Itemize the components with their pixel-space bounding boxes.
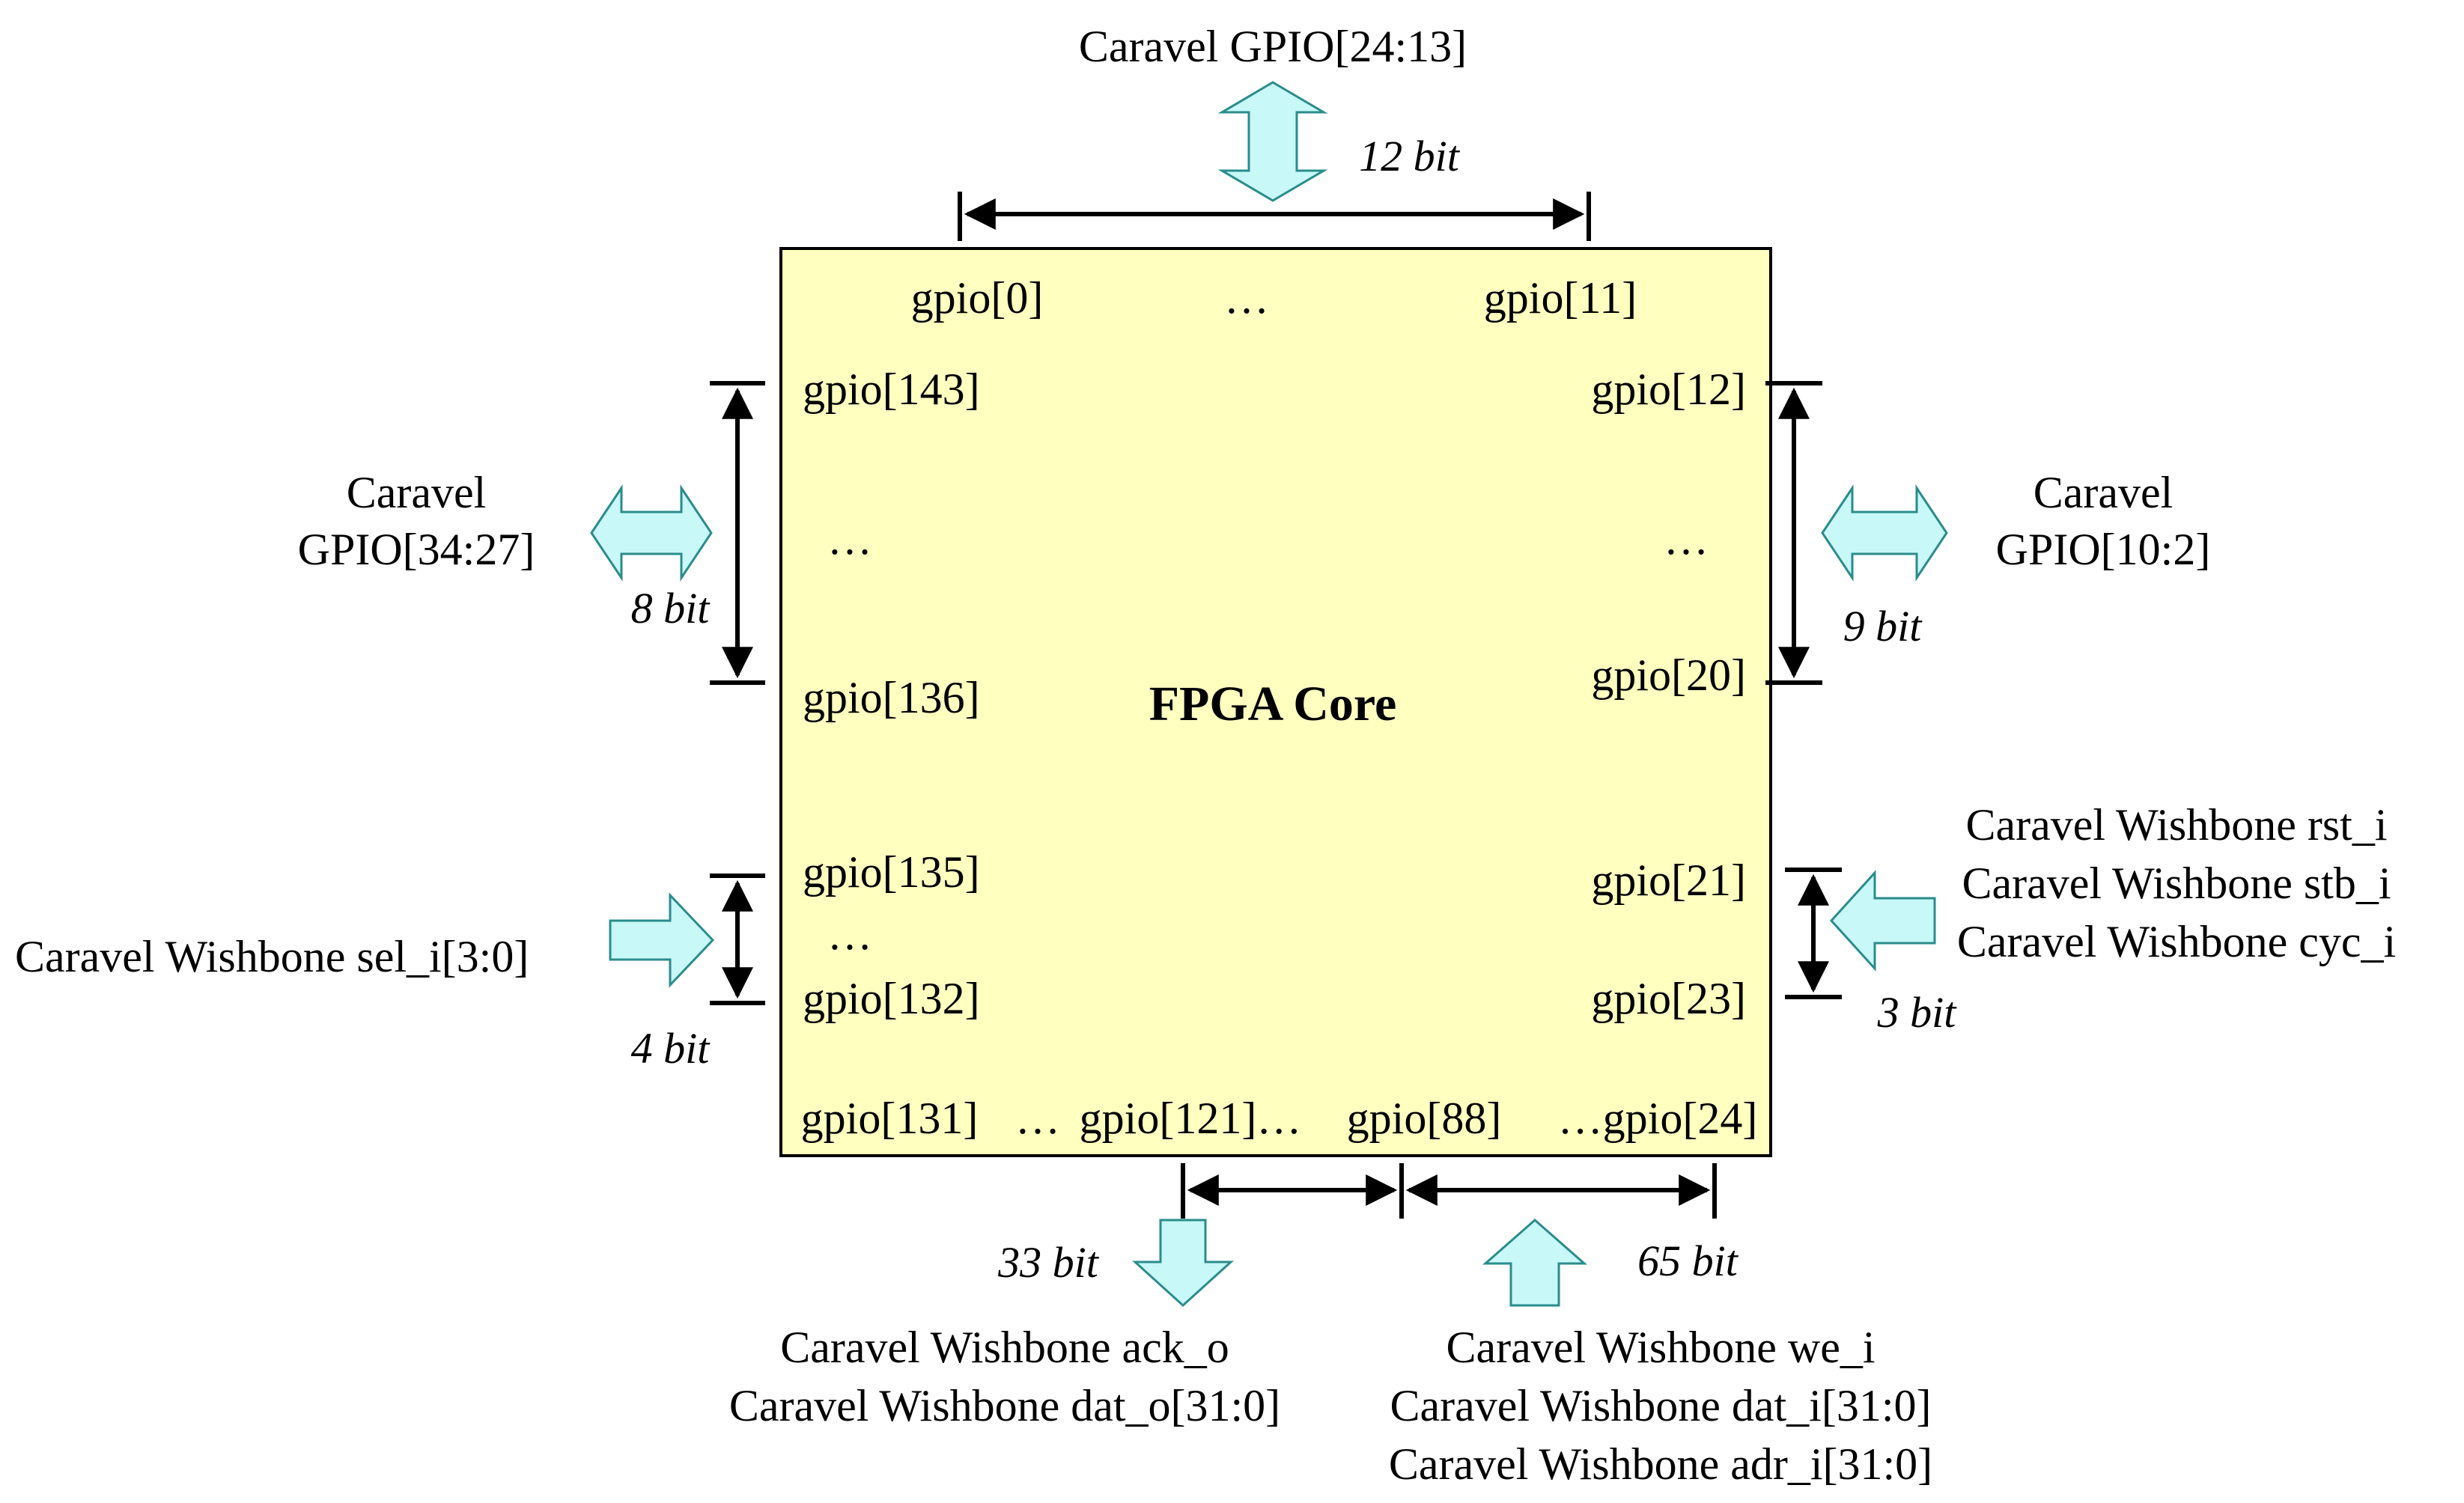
right-lower-external-line1: Caravel Wishbone rst_i (1965, 800, 2387, 850)
left-upper-pin-last: gpio[136] (803, 673, 980, 722)
top-pin-first: gpio[0] (911, 273, 1044, 323)
right-upper-external-line1: Caravel (2033, 468, 2174, 517)
bottom-pin-middle-left: gpio[121]… (1080, 1094, 1302, 1143)
left-upper-pin-ellipsis: … (827, 514, 872, 564)
top-bit-width: 12 bit (1359, 132, 1461, 180)
bottom-pin-first: gpio[131] (801, 1094, 979, 1143)
bottom-right-external-line3: Caravel Wishbone adr_i[31:0] (1389, 1439, 1932, 1489)
top-pin-ellipsis: … (1224, 273, 1269, 323)
right-lower-input-arrow (1829, 870, 1936, 972)
top-bidirectional-arrow (1217, 81, 1328, 202)
left-lower-pin-last: gpio[132] (803, 974, 980, 1023)
fpga-core-box (779, 247, 1772, 1157)
left-lower-bit-width: 4 bit (631, 1024, 711, 1073)
bottom-pin-ellipsis: … (1015, 1094, 1060, 1143)
right-upper-external-line2: GPIO[10:2] (1996, 525, 2211, 574)
left-upper-external-line2: GPIO[34:27] (298, 525, 535, 574)
right-upper-bit-width: 9 bit (1843, 602, 1923, 650)
bottom-pin-last: …gpio[24] (1558, 1094, 1758, 1143)
top-pin-last: gpio[11] (1484, 273, 1637, 323)
left-lower-pin-first: gpio[135] (803, 847, 980, 897)
left-upper-pin-first: gpio[143] (803, 365, 980, 414)
fpga-core-title: FPGA Core (1149, 677, 1397, 731)
right-lower-bit-width: 3 bit (1877, 988, 1958, 1037)
right-upper-pin-last: gpio[20] (1591, 650, 1746, 700)
left-lower-input-arrow (609, 892, 715, 988)
top-external-label: Caravel GPIO[24:13] (1079, 22, 1467, 71)
right-lower-external-line2: Caravel Wishbone stb_i (1962, 859, 2391, 908)
bottom-left-bit-width: 33 bit (997, 1238, 1100, 1287)
right-upper-bidirectional-arrow (1821, 484, 1948, 582)
left-upper-bidirectional-arrow (590, 484, 713, 582)
right-lower-pin-last: gpio[23] (1591, 974, 1746, 1023)
left-upper-bit-width: 8 bit (631, 584, 711, 632)
left-lower-external-label: Caravel Wishbone sel_i[3:0] (15, 932, 529, 981)
bottom-right-bit-width: 65 bit (1637, 1237, 1739, 1285)
left-upper-external-line1: Caravel (347, 468, 487, 517)
bottom-right-external-line1: Caravel Wishbone we_i (1447, 1323, 1876, 1372)
bottom-right-external-line2: Caravel Wishbone dat_i[31:0] (1390, 1381, 1932, 1430)
right-upper-pin-first: gpio[12] (1591, 365, 1746, 414)
right-lower-pin-first: gpio[21] (1591, 856, 1746, 905)
left-lower-pin-ellipsis: … (827, 909, 872, 959)
bottom-left-output-arrow (1132, 1219, 1234, 1308)
bottom-left-external-line1: Caravel Wishbone ack_o (780, 1323, 1229, 1372)
right-upper-pin-ellipsis: … (1664, 514, 1709, 564)
bottom-left-external-line2: Caravel Wishbone dat_o[31:0] (729, 1381, 1280, 1430)
bottom-pin-middle-right: gpio[88] (1347, 1094, 1502, 1143)
right-lower-external-line3: Caravel Wishbone cyc_i (1957, 917, 2396, 966)
bottom-right-input-arrow (1482, 1219, 1587, 1307)
